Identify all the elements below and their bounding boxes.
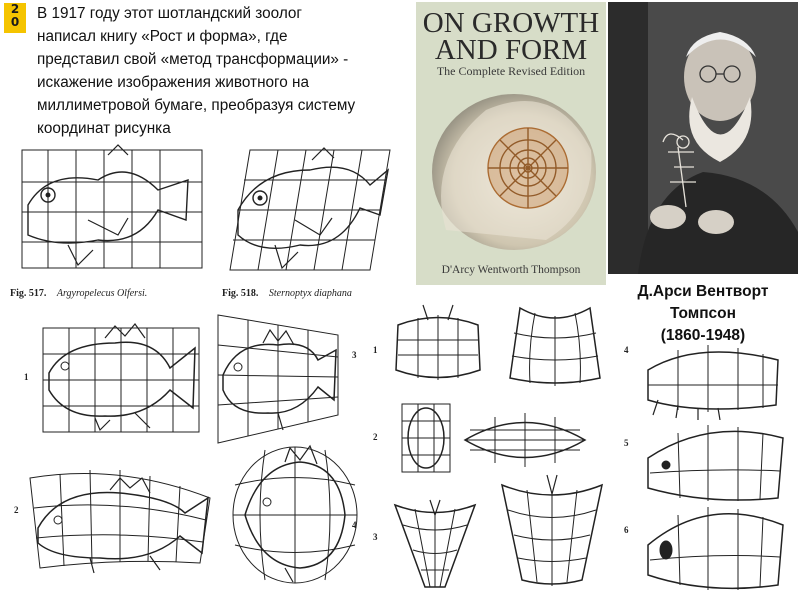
intro-line: искажение изображения животного на bbox=[37, 74, 309, 91]
center-grid-3a bbox=[393, 499, 477, 588]
center-figure-label: 3 bbox=[373, 532, 378, 542]
portrait-caption-line: Томпсон bbox=[669, 305, 737, 322]
intro-line: координат рисунка bbox=[37, 120, 171, 137]
book-author: D'Arcy Wentworth Thompson bbox=[441, 264, 581, 276]
fig517-rect-grid-fish bbox=[21, 144, 203, 269]
crustacean-figure-label: 4 bbox=[624, 345, 629, 355]
crustacean-grid-5 bbox=[647, 425, 784, 501]
portrait-caption: Д.Арси Вентворт Томпсон (1860-1948) bbox=[608, 281, 798, 347]
fish-grid-4 bbox=[232, 444, 358, 584]
fig518-caption: Fig. 518. Sternoptyx diaphana bbox=[222, 288, 352, 299]
fig517-species: Argyropelecus Olfersi. bbox=[56, 288, 148, 299]
book-subtitle: The Complete Revised Edition bbox=[436, 64, 586, 78]
intro-line: представил свой «метод трансформации» - bbox=[37, 51, 349, 68]
intro-line: В 1917 году этот шотландский зоолог bbox=[37, 5, 303, 22]
portrait-caption-line: Д.Арси Вентворт bbox=[637, 283, 769, 300]
center-grid-3b bbox=[500, 474, 604, 586]
portrait-caption-line: (1860-1948) bbox=[660, 327, 746, 344]
portrait-illustration bbox=[608, 2, 798, 274]
crustacean-grid-4 bbox=[647, 345, 779, 420]
fish-figure-label: 2 bbox=[14, 505, 19, 515]
intro-line: написал книгу «Рост и форма», где bbox=[37, 28, 288, 45]
portrait-photo bbox=[608, 2, 798, 274]
fish-figure-label: 3 bbox=[352, 350, 357, 360]
book-title: ON GROWTH AND FORM bbox=[416, 7, 606, 66]
fig517-caption: Fig. 517. Argyropelecus Olfersi. bbox=[10, 288, 147, 299]
center-figure-label: 1 bbox=[373, 345, 378, 355]
intro-line: миллиметровой бумаге, преобразуя систему bbox=[37, 97, 356, 114]
center-grid-2b bbox=[463, 413, 587, 467]
nautilus-shell-illustration bbox=[432, 94, 596, 250]
fish-grid-2 bbox=[29, 469, 211, 574]
intro-paragraph: В 1917 году этот шотландский зоолог напи… bbox=[37, 2, 419, 140]
fig518-species: Sternoptyx diaphana bbox=[268, 288, 352, 299]
fish-grid-3 bbox=[217, 314, 339, 444]
center-grid-2a bbox=[401, 403, 451, 473]
center-figure-label: 2 bbox=[373, 432, 378, 442]
fish-grid-1 bbox=[42, 323, 200, 433]
fig518-number: Fig. 518. bbox=[222, 288, 259, 299]
slide-number-badge: 2 0 bbox=[4, 3, 26, 33]
fig518-sheared-grid-fish bbox=[229, 147, 391, 271]
badge-digit-bottom: 0 bbox=[10, 15, 20, 29]
fish-figure-label: 1 bbox=[24, 372, 29, 382]
crustacean-figure-label: 6 bbox=[624, 525, 629, 535]
fish-figure-label: 4 bbox=[352, 520, 357, 530]
crustacean-grid-6 bbox=[647, 507, 784, 590]
crustacean-figure-label: 5 bbox=[624, 438, 629, 448]
book-title-line: AND FORM bbox=[434, 34, 588, 66]
badge-digit-top: 2 bbox=[10, 2, 20, 16]
fig517-number: Fig. 517. bbox=[10, 288, 47, 299]
book-title-line: ON GROWTH bbox=[422, 7, 600, 39]
center-grid-1b bbox=[509, 306, 601, 386]
center-grid-1a bbox=[395, 304, 481, 380]
book-cover: ON GROWTH AND FORM The Complete Revised … bbox=[416, 2, 606, 285]
